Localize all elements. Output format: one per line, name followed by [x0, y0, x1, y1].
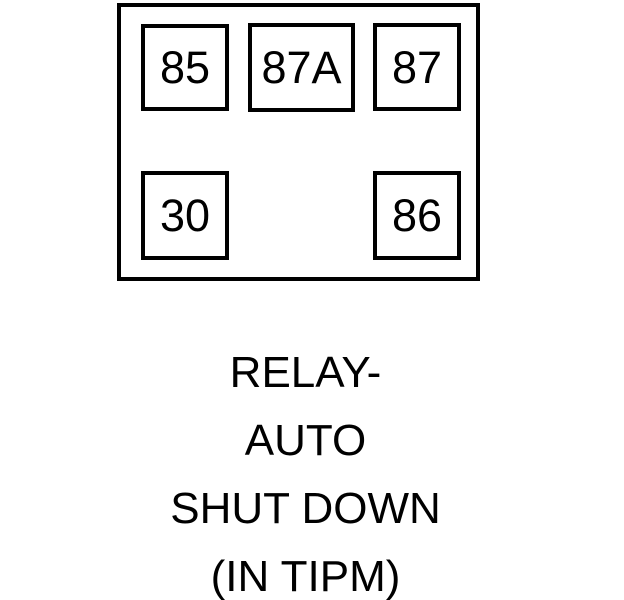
terminal-pad-85: 85	[141, 24, 229, 111]
caption-line-2: AUTO	[244, 416, 367, 465]
terminal-label-86: 86	[391, 190, 443, 241]
terminal-label-30: 30	[159, 190, 211, 241]
terminal-label-85: 85	[159, 42, 211, 93]
terminal-pad-87: 87	[373, 23, 461, 111]
caption-line-4: (IN TIPM)	[210, 552, 401, 600]
terminal-pad-30: 30	[141, 171, 229, 260]
terminal-pad-87a: 87A	[248, 23, 355, 112]
caption-block: RELAY- AUTO SHUT DOWN (IN TIPM)	[0, 339, 611, 600]
caption-line-1: RELAY-	[229, 348, 382, 397]
caption-line-3: SHUT DOWN	[170, 484, 441, 533]
terminal-label-87a: 87A	[261, 42, 342, 93]
terminal-pad-86: 86	[373, 171, 461, 260]
terminal-label-87: 87	[391, 41, 443, 93]
